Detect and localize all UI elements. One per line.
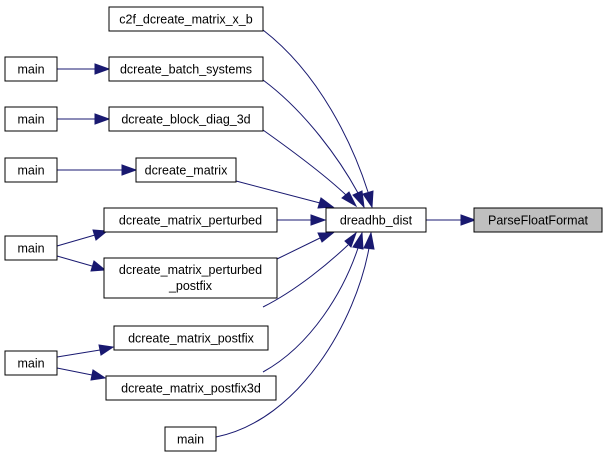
node-label[interactable]: dreadhb_dist	[340, 214, 413, 228]
node-box[interactable]	[108, 56, 264, 82]
node-label[interactable]: main	[17, 357, 44, 371]
node-label[interactable]: main	[17, 164, 44, 178]
edge-dcreate-block-diag-3d-to-dreadhb-dist	[262, 129, 358, 208]
edge-main-to-dcreate-block-diag-3d	[57, 113, 111, 125]
node-box[interactable]	[4, 350, 58, 376]
node-label[interactable]: dcreate_matrix_postfix3d	[121, 382, 261, 396]
edge-dcreate-matrix-perturbed-postfix-to-dreadhb-dist	[276, 232, 335, 260]
node-box[interactable]	[105, 375, 277, 401]
node-c2f-dcreate-matrix-x-b[interactable]: c2f_dcreate_matrix_x_b	[108, 6, 264, 32]
node-label[interactable]: main	[17, 63, 44, 77]
node-main-perturbed[interactable]: main	[4, 235, 58, 261]
node-box[interactable]	[108, 106, 264, 132]
node-label[interactable]: ParseFloatFormat	[488, 214, 589, 228]
nodes: ParseFloatFormat dreadhb_dist c2f_dcreat…	[4, 6, 603, 452]
edge-main-direct-to-dreadhb-dist	[215, 231, 375, 438]
node-box[interactable]	[103, 207, 278, 233]
node-box[interactable]	[108, 6, 264, 32]
node-dcreate-matrix[interactable]: dcreate_matrix	[135, 157, 237, 183]
edge-dcreate-matrix-to-dreadhb-dist	[235, 180, 335, 209]
node-dcreate-matrix-postfix[interactable]: dcreate_matrix_postfix	[113, 325, 269, 351]
node-label-line2[interactable]: _postfix	[168, 279, 213, 293]
node-box[interactable]	[4, 157, 58, 183]
node-label[interactable]: main	[177, 433, 204, 447]
edge-main-to-dcreate-matrix-postfix3d	[56, 367, 107, 381]
edge-dreadhb-dist-to-parsefloatformat	[426, 214, 477, 226]
node-dcreate-block-diag-3d[interactable]: dcreate_block_diag_3d	[108, 106, 264, 132]
node-label[interactable]: dcreate_batch_systems	[120, 63, 252, 77]
node-main-postfix[interactable]: main	[4, 350, 58, 376]
node-dreadhb-dist[interactable]: dreadhb_dist	[325, 207, 427, 233]
edge-dcreate-batch-systems-to-dreadhb-dist	[262, 79, 365, 209]
node-main-batch[interactable]: main	[4, 56, 58, 82]
node-dcreate-matrix-perturbed-postfix[interactable]: dcreate_matrix_perturbed _postfix	[103, 257, 278, 299]
node-label[interactable]: c2f_dcreate_matrix_x_b	[119, 13, 252, 27]
edge-dcreate-matrix-postfix-to-dreadhb-dist	[262, 231, 358, 308]
edge-dcreate-matrix-postfix3d-to-dreadhb-dist	[262, 231, 364, 373]
node-box[interactable]	[113, 325, 269, 351]
edge-main-to-dcreate-matrix-perturbed-postfix	[56, 255, 107, 272]
node-box[interactable]	[473, 207, 603, 233]
node-box[interactable]	[4, 56, 58, 82]
node-box[interactable]	[4, 235, 58, 261]
edges	[56, 29, 477, 438]
node-label-line1[interactable]: dcreate_matrix_perturbed	[119, 263, 262, 277]
edge-main-to-dcreate-matrix	[57, 164, 138, 176]
node-label[interactable]: main	[17, 242, 44, 256]
node-dcreate-batch-systems[interactable]: dcreate_batch_systems	[108, 56, 264, 82]
node-box[interactable]	[325, 207, 427, 233]
node-box[interactable]	[135, 157, 237, 183]
node-main-block[interactable]: main	[4, 106, 58, 132]
node-box[interactable]	[4, 106, 58, 132]
edge-main-to-dcreate-matrix-perturbed	[56, 229, 109, 247]
node-main-direct[interactable]: main	[164, 426, 217, 452]
edge-main-to-dcreate-matrix-postfix	[56, 344, 115, 358]
node-dcreate-matrix-perturbed[interactable]: dcreate_matrix_perturbed	[103, 207, 278, 233]
edge-main-to-dcreate-batch-systems	[57, 63, 111, 75]
edge-dcreate-matrix-perturbed-to-dreadhb-dist	[277, 214, 327, 226]
node-main-matrix[interactable]: main	[4, 157, 58, 183]
node-box[interactable]	[164, 426, 217, 452]
node-label[interactable]: dcreate_matrix	[145, 164, 228, 178]
node-label[interactable]: dcreate_block_diag_3d	[121, 113, 250, 127]
node-box[interactable]	[103, 257, 278, 299]
node-label[interactable]: main	[17, 113, 44, 127]
node-label[interactable]: dcreate_matrix_postfix	[128, 332, 255, 346]
node-dcreate-matrix-postfix3d[interactable]: dcreate_matrix_postfix3d	[105, 375, 277, 401]
edge-c2f-dcreate-matrix-x-b-to-dreadhb-dist	[262, 29, 374, 209]
node-parsefloatformat[interactable]: ParseFloatFormat	[473, 207, 603, 233]
node-label[interactable]: dcreate_matrix_perturbed	[119, 214, 262, 228]
